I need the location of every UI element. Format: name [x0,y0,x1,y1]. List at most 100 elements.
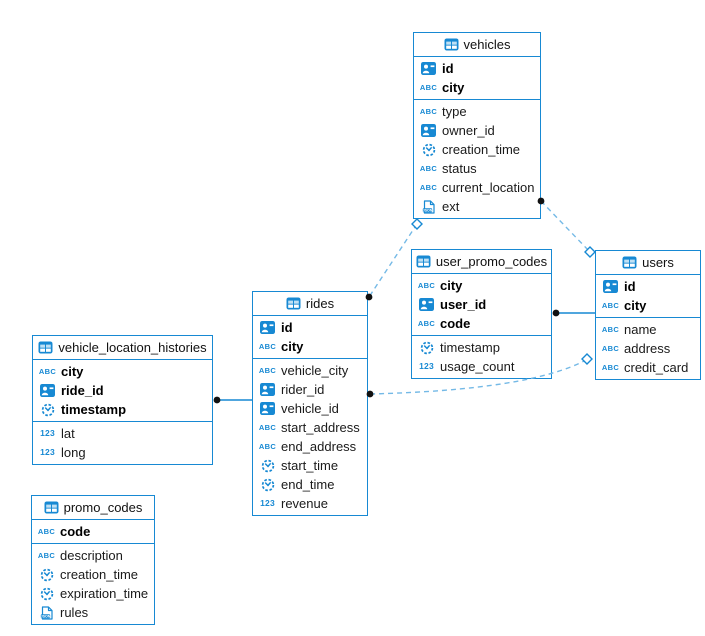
field-name: city [440,278,463,293]
timestamp-type-icon [422,143,435,156]
text-type-icon: ABC [601,362,620,372]
timestamp-type-icon [41,403,54,416]
table-header-vehicle_location_histories[interactable]: vehicle_location_histories [33,336,212,360]
field-type-icon-wrap: JSON [419,199,438,214]
field-type-icon-wrap [258,383,277,396]
field-type-icon-wrap: ABC [419,108,438,116]
number-type-icon: 123 [40,428,55,439]
uuid-type-icon [40,384,55,397]
field-name: city [442,80,465,95]
field-name: vehicle_id [281,401,339,416]
field-type-icon-wrap: JSON [37,605,56,620]
field-type-icon-wrap [37,587,56,601]
field-row-end_time: end_time [253,475,367,494]
uuid-type-icon [260,321,275,334]
table-header-rides[interactable]: rides [253,292,367,316]
field-row-id: id [414,59,540,78]
field-type-icon-wrap [258,402,277,415]
field-name: vehicle_city [281,363,349,378]
field-type-icon-wrap: ABC [601,364,620,372]
text-type-icon: ABC [419,106,438,116]
field-type-icon-wrap [419,124,438,137]
field-row-timestamp: timestamp [33,400,212,419]
table-title: users [642,255,674,270]
field-type-icon-wrap [419,62,438,75]
field-type-icon-wrap: ABC [601,326,620,334]
field-name: lat [61,426,75,441]
field-row-id: id [253,318,367,337]
table-header-users[interactable]: users [596,251,700,275]
field-type-icon-wrap: ABC [419,84,438,92]
section-divider [32,543,154,544]
text-type-icon: ABC [419,163,438,173]
field-type-icon-wrap: ABC [419,165,438,173]
field-name: start_address [281,420,360,435]
field-type-icon-wrap: 123 [417,362,436,371]
field-name: timestamp [61,402,127,417]
uuid-type-icon [603,280,618,293]
field-name: revenue [281,496,328,511]
table-title: vehicles [463,37,511,52]
field-row-lat: 123 lat [33,424,212,443]
text-type-icon: ABC [258,341,277,351]
field-name: end_address [281,439,357,454]
uuid-type-icon [419,298,434,311]
field-row-user_id: user_id [412,295,551,314]
field-name: current_location [442,180,535,195]
table-icon [38,341,53,354]
field-row-ext: JSON ext [414,197,540,216]
table-header-vehicles[interactable]: vehicles [414,33,540,57]
field-name: rider_id [281,382,325,397]
json-type-icon: JSON [40,605,53,620]
field-name: code [440,316,471,331]
field-row-rules: JSON rules [32,603,154,622]
field-row-creation_time: creation_time [32,565,154,584]
field-row-id: id [596,277,700,296]
field-name: type [442,104,467,119]
field-row-owner_id: owner_id [414,121,540,140]
field-row-city: ABC city [412,276,551,295]
text-type-icon: ABC [258,422,277,432]
text-type-icon: ABC [258,441,277,451]
number-type-icon: 123 [260,498,275,509]
field-name: ext [442,199,460,214]
field-name: rules [60,605,89,620]
field-type-icon-wrap: ABC [258,443,277,451]
timestamp-type-icon [40,568,53,581]
field-type-icon-wrap: ABC [258,343,277,351]
text-type-icon: ABC [37,550,56,560]
timestamp-type-icon [40,587,53,600]
svg-text:JSON: JSON [40,614,50,618]
section-divider [33,421,212,422]
table-title: promo_codes [63,500,143,515]
section-divider [414,99,540,100]
table-header-promo_codes[interactable]: promo_codes [32,496,154,520]
field-type-icon-wrap [417,298,436,311]
field-name: name [624,322,657,337]
text-type-icon: ABC [601,324,620,334]
text-type-icon: ABC [601,343,620,353]
field-row-rider_id: rider_id [253,380,367,399]
field-type-icon-wrap [601,280,620,293]
field-row-creation_time: creation_time [414,140,540,159]
table-header-user_promo_codes[interactable]: user_promo_codes [412,250,551,274]
field-name: ride_id [61,383,104,398]
text-type-icon: ABC [417,280,436,290]
